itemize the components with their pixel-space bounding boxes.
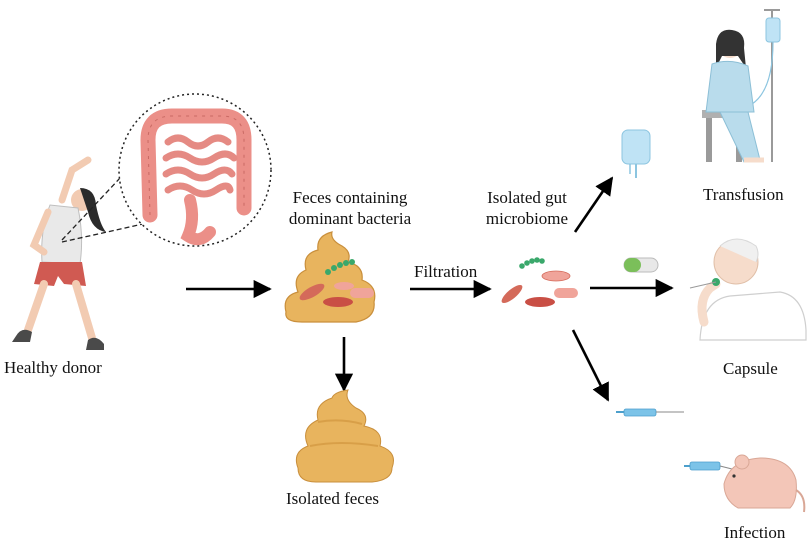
label-microbiome-line2: microbiome [485, 209, 569, 228]
label-microbiome-line1: Isolated gut [487, 188, 567, 207]
feces-with-bacteria [284, 231, 376, 323]
label-transfusion: Transfusion [703, 185, 784, 204]
label-capsule: Capsule [723, 359, 778, 378]
label-isolated-feces: Isolated feces [286, 489, 379, 508]
arrow-to-infection [571, 329, 610, 402]
isolated-feces [295, 389, 394, 483]
zoom-line-bottom [61, 221, 153, 243]
label-healthy-donor: Healthy donor [4, 358, 102, 377]
infection-mouse [684, 454, 806, 513]
syringe-icon [616, 408, 684, 417]
label-feces-containing: Feces containing dominant bacteria [270, 187, 430, 229]
iv-bag-icon [621, 129, 651, 178]
isolated-microbiome [501, 257, 578, 307]
label-feces-line2: dominant bacteria [288, 209, 412, 228]
label-isolated-microbiome: Isolated gut microbiome [472, 187, 582, 229]
arrow-to-transfusion [573, 176, 614, 233]
label-filtration: Filtration [414, 262, 478, 281]
capsule-icon [623, 257, 659, 273]
transfusion-patient [702, 9, 781, 163]
intestine-zoom [118, 93, 272, 247]
healthy-donor-figure [12, 156, 106, 350]
capsule-patient [689, 238, 807, 341]
label-infection: Infection [724, 523, 786, 542]
label-feces-line1: Feces containing [292, 188, 408, 207]
